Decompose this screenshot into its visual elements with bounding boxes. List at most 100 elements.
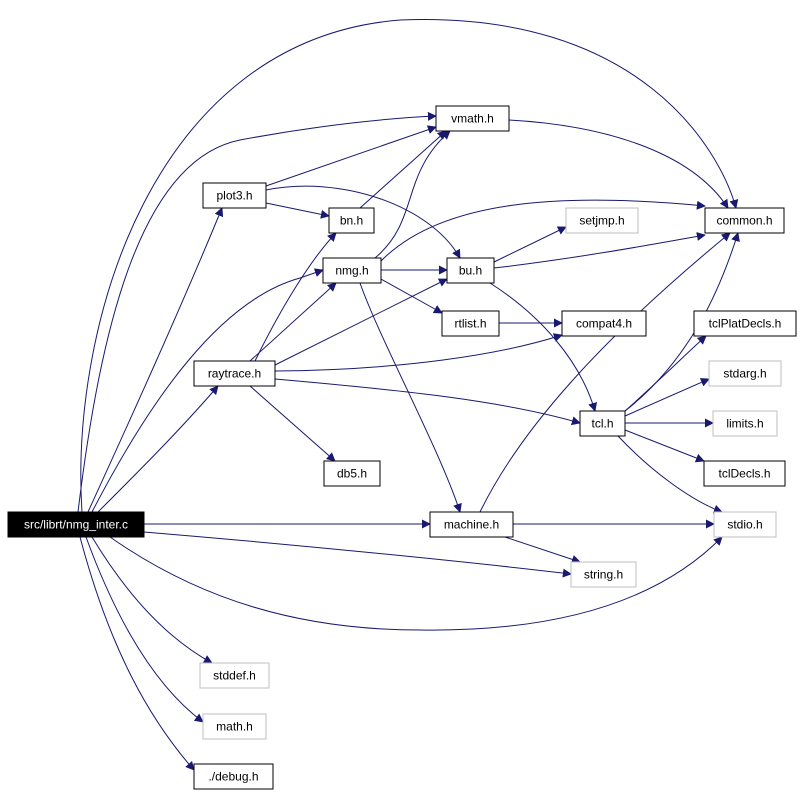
edge-nmg-inter-c-to-stddef-h [91, 536, 213, 664]
node-box [7, 511, 145, 538]
edge-nmg-h-to-vmath-h [374, 130, 451, 259]
node-label: machine.h [444, 518, 499, 532]
node-box [435, 105, 510, 132]
edge-nmg-inter-c-to-debug-h [79, 536, 195, 771]
node-box [323, 460, 381, 487]
node-box [322, 257, 382, 284]
node-label: setjmp.h [579, 214, 624, 228]
edge-tcl-h-to-tclPlatDecls-h [624, 335, 707, 412]
node-box [441, 310, 500, 337]
node-plot3-h[interactable]: plot3.h [202, 182, 267, 209]
node-label: string.h [584, 568, 623, 582]
node-bn-h[interactable]: bn.h [328, 207, 375, 234]
edge-nmg-h-to-common-h [379, 199, 706, 263]
node-nmg-inter-c[interactable]: src/librt/nmg_inter.c [7, 511, 145, 538]
edge-raytrace-h-to-compat4-h [274, 333, 563, 372]
node-stddef-h[interactable]: stddef.h [199, 662, 270, 689]
node-box [708, 360, 782, 387]
edge-plot3-h-to-vmath-h [265, 125, 437, 187]
node-math-h[interactable]: math.h [202, 713, 267, 740]
node-bu-h[interactable]: bu.h [446, 257, 495, 284]
edge-tcl-h-to-tclDecls-h [624, 429, 705, 463]
node-limits-h[interactable]: limits.h [712, 410, 778, 437]
node-label: common.h [716, 214, 772, 228]
node-box [446, 257, 495, 284]
node-label: stddef.h [213, 669, 256, 683]
edge-nmg-inter-c-to-raytrace-h [97, 385, 219, 513]
node-machine-h[interactable]: machine.h [429, 511, 514, 538]
edge-machine-h-to-common-h [479, 232, 731, 513]
node-label: src/librt/nmg_inter.c [24, 518, 128, 532]
node-debug-h[interactable]: ./debug.h [193, 763, 274, 790]
node-stdarg-h[interactable]: stdarg.h [708, 360, 782, 387]
edge-bu-h-to-common-h [493, 231, 706, 269]
node-label: stdio.h [727, 518, 762, 532]
node-nmg-h[interactable]: nmg.h [322, 257, 382, 284]
node-label: ./debug.h [208, 770, 258, 784]
node-box [429, 511, 514, 538]
node-label: tclPlatDecls.h [709, 317, 782, 331]
node-label: tclDecls.h [718, 467, 770, 481]
node-label: stdarg.h [723, 367, 766, 381]
node-label: math.h [216, 720, 253, 734]
edge-nmg-inter-c-to-stdio-h [109, 536, 723, 631]
edge-vmath-h-to-common-h [508, 119, 729, 209]
node-label: compat4.h [576, 317, 632, 331]
edge-bn-h-to-vmath-h [359, 130, 447, 209]
node-label: bn.h [340, 214, 363, 228]
node-label: bu.h [459, 264, 482, 278]
node-common-h[interactable]: common.h [704, 207, 785, 234]
nodes-layer: src/librt/nmg_inter.c vmath.h plot3.h bn.h n… [7, 105, 797, 790]
node-box [703, 460, 786, 487]
node-vmath-h[interactable]: vmath.h [435, 105, 510, 132]
node-label: limits.h [726, 417, 763, 431]
node-box [712, 410, 778, 437]
node-box [704, 207, 785, 234]
node-box [570, 561, 637, 588]
edge-raytrace-h-to-tcl-h [274, 378, 581, 426]
node-box [193, 360, 276, 387]
edge-nmg-inter-c-to-vmath-h [77, 111, 437, 513]
node-box [202, 713, 267, 740]
node-box [561, 310, 647, 337]
node-box [199, 662, 270, 689]
edge-raytrace-h-to-db5-h [249, 385, 336, 462]
edge-nmg-inter-c-to-common-h [80, 19, 739, 513]
edge-nmg-inter-c-to-string-h [143, 531, 572, 578]
node-label: vmath.h [451, 112, 494, 126]
node-label: tcl.h [591, 417, 613, 431]
edge-nmg-h-to-rtlist-h [380, 278, 443, 314]
edge-bu-h-to-tcl-h [489, 282, 598, 412]
edge-raytrace-h-to-bn-h [254, 232, 337, 362]
edge-raytrace-h-to-nmg-h [249, 282, 337, 362]
node-tcl-h[interactable]: tcl.h [579, 410, 626, 437]
node-label: db5.h [337, 467, 367, 481]
node-box [579, 410, 626, 437]
node-compat4-h[interactable]: compat4.h [561, 310, 647, 337]
node-raytrace-h[interactable]: raytrace.h [193, 360, 276, 387]
node-label: raytrace.h [208, 367, 261, 381]
edge-nmg-inter-c-to-plot3-h [87, 207, 224, 513]
node-label: plot3.h [216, 189, 252, 203]
node-box [328, 207, 375, 234]
node-box [713, 511, 777, 538]
node-tclPlatDecls-h[interactable]: tclPlatDecls.h [693, 310, 797, 337]
edge-nmg-inter-c-to-nmg-h [91, 268, 324, 513]
node-box [565, 207, 639, 234]
node-string-h[interactable]: string.h [570, 561, 637, 588]
node-box [193, 763, 274, 790]
node-tclDecls-h[interactable]: tclDecls.h [703, 460, 786, 487]
edge-nmg-inter-c-to-math-h [85, 536, 204, 723]
node-label: nmg.h [335, 264, 368, 278]
node-stdio-h[interactable]: stdio.h [713, 511, 777, 538]
node-label: rtlist.h [454, 317, 486, 331]
edge-tcl-h-to-stdio-h [617, 435, 723, 514]
node-box [693, 310, 797, 337]
edge-plot3-h-to-bu-h [265, 185, 461, 259]
edge-nmg-h-to-machine-h [359, 282, 462, 513]
node-rtlist-h[interactable]: rtlist.h [441, 310, 500, 337]
node-setjmp-h[interactable]: setjmp.h [565, 207, 639, 234]
edge-raytrace-h-to-bu-h [274, 278, 448, 366]
node-db5-h[interactable]: db5.h [323, 460, 381, 487]
